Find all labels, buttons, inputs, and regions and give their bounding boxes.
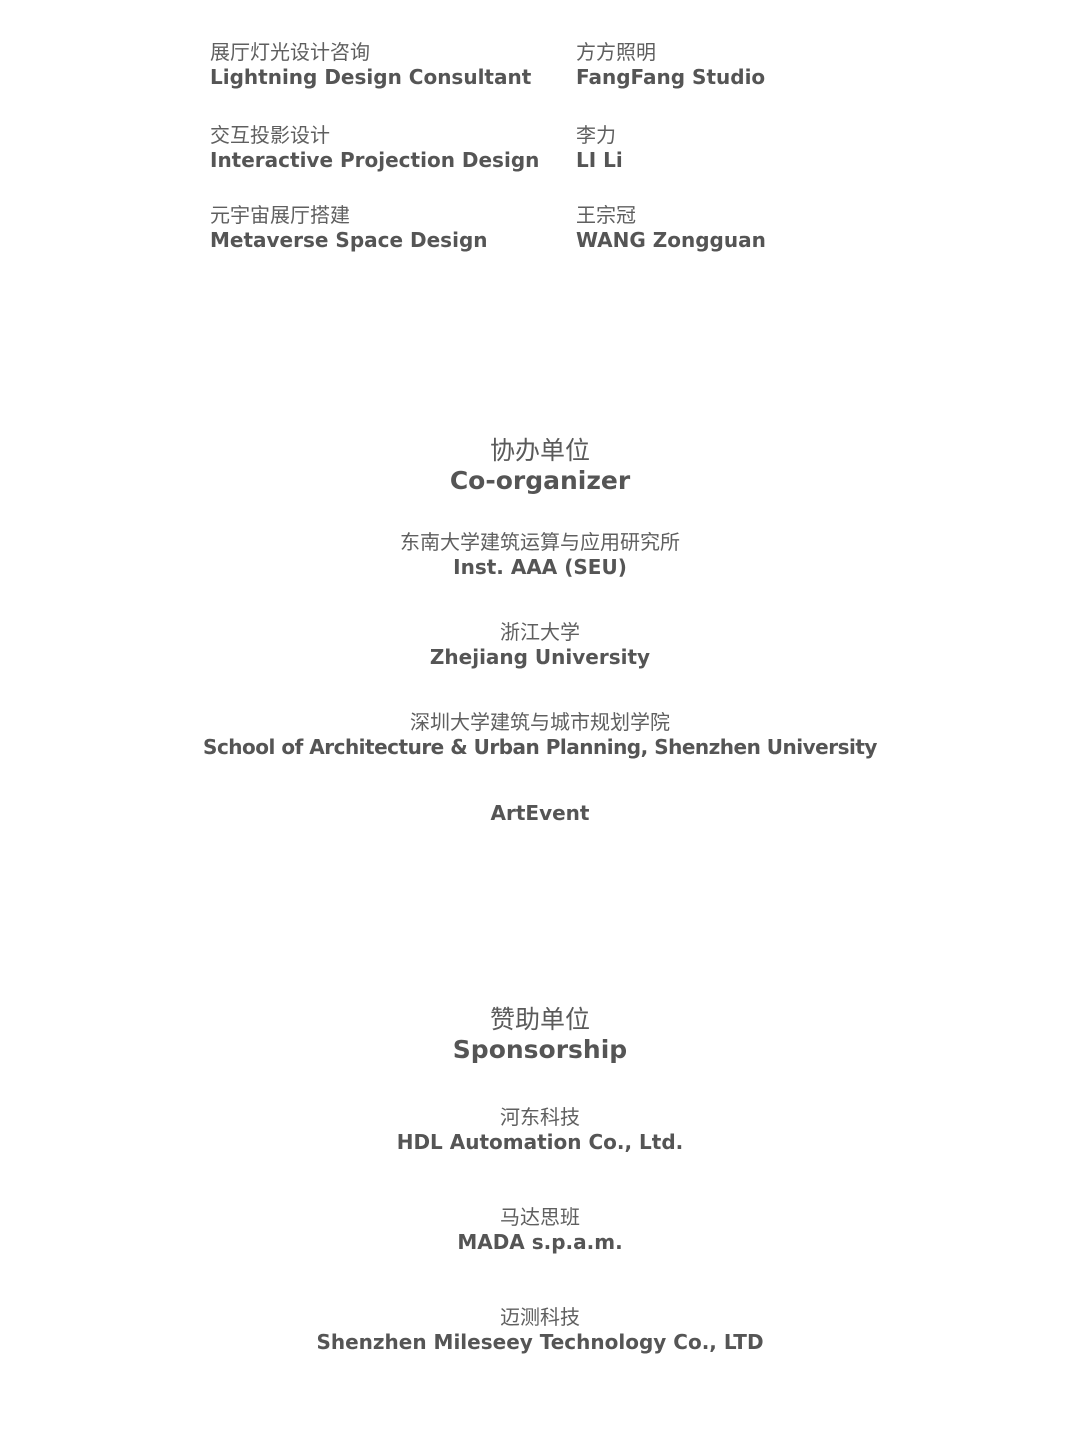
section-title-cn: 协办单位 <box>489 436 590 465</box>
entry-name-en: Shenzhen Mileseey Technology Co., LTD <box>316 1330 764 1354</box>
co-organizer-entry: 东南大学建筑运算与应用研究所 Inst. AAA (SEU) <box>0 530 1080 580</box>
entry-name-en: School of Architecture & Urban Planning,… <box>203 735 877 759</box>
sponsorship-heading: 赞助单位 Sponsorship <box>0 1005 1080 1065</box>
section-title-cn: 赞助单位 <box>489 1005 590 1034</box>
entry-name-cn: 浙江大学 <box>500 620 580 644</box>
entry-name-cn: 迈测科技 <box>500 1305 580 1329</box>
credit-role-en: Lightning Design Consultant <box>210 65 532 89</box>
credits-list: 展厅灯光设计咨询 Lightning Design Consultant 方方照… <box>0 0 1080 270</box>
credit-role-cn: 元宇宙展厅搭建 <box>210 203 350 227</box>
entry-name-cn: 河东科技 <box>500 1105 580 1129</box>
co-organizer-entry: 深圳大学建筑与城市规划学院 School of Architecture & U… <box>0 710 1080 760</box>
credit-row-metaverse: 元宇宙展厅搭建 Metaverse Space Design 王宗冠 WANG … <box>210 203 930 263</box>
credit-name: 方方照明 FangFang Studio <box>576 40 896 90</box>
credit-row-lighting: 展厅灯光设计咨询 Lightning Design Consultant 方方照… <box>210 40 930 100</box>
credit-role: 交互投影设计 Interactive Projection Design <box>210 123 570 173</box>
entry-name-cn: 马达思班 <box>500 1205 580 1229</box>
credit-name-cn: 王宗冠 <box>576 203 636 227</box>
credit-role-cn: 交互投影设计 <box>210 123 330 147</box>
credit-name-cn: 李力 <box>576 123 616 147</box>
sponsor-entry: 迈测科技 Shenzhen Mileseey Technology Co., L… <box>0 1305 1080 1355</box>
co-organizer-heading: 协办单位 Co-organizer <box>0 436 1080 496</box>
credit-name: 李力 LI Li <box>576 123 896 173</box>
credit-role-en: Interactive Projection Design <box>210 148 540 172</box>
entry-name-en: Inst. AAA (SEU) <box>453 555 627 579</box>
credit-name: 王宗冠 WANG Zongguan <box>576 203 896 253</box>
co-organizer-entry: ArtEvent <box>0 800 1080 826</box>
entry-name-cn: 深圳大学建筑与城市规划学院 <box>410 710 670 734</box>
entry-name-en: ArtEvent <box>490 801 590 825</box>
credit-name-en: WANG Zongguan <box>576 228 766 252</box>
credit-role: 展厅灯光设计咨询 Lightning Design Consultant <box>210 40 570 90</box>
credit-role-en: Metaverse Space Design <box>210 228 488 252</box>
entry-name-cn: 东南大学建筑运算与应用研究所 <box>400 530 680 554</box>
entry-name-en: HDL Automation Co., Ltd. <box>396 1130 684 1154</box>
sponsor-entry: 马达思班 MADA s.p.a.m. <box>0 1205 1080 1255</box>
credit-name-cn: 方方照明 <box>576 40 656 64</box>
entry-name-en: Zhejiang University <box>429 645 651 669</box>
credit-name-en: LI Li <box>576 148 623 172</box>
sponsor-entry: 河东科技 HDL Automation Co., Ltd. <box>0 1105 1080 1155</box>
credit-name-en: FangFang Studio <box>576 65 766 89</box>
entry-name-en: MADA s.p.a.m. <box>457 1230 623 1254</box>
credit-role-cn: 展厅灯光设计咨询 <box>210 40 370 64</box>
credit-role: 元宇宙展厅搭建 Metaverse Space Design <box>210 203 570 253</box>
credit-row-projection: 交互投影设计 Interactive Projection Design 李力 … <box>210 123 930 183</box>
section-title-en: Co-organizer <box>449 466 631 495</box>
section-title-en: Sponsorship <box>452 1035 628 1064</box>
co-organizer-entry: 浙江大学 Zhejiang University <box>0 620 1080 670</box>
